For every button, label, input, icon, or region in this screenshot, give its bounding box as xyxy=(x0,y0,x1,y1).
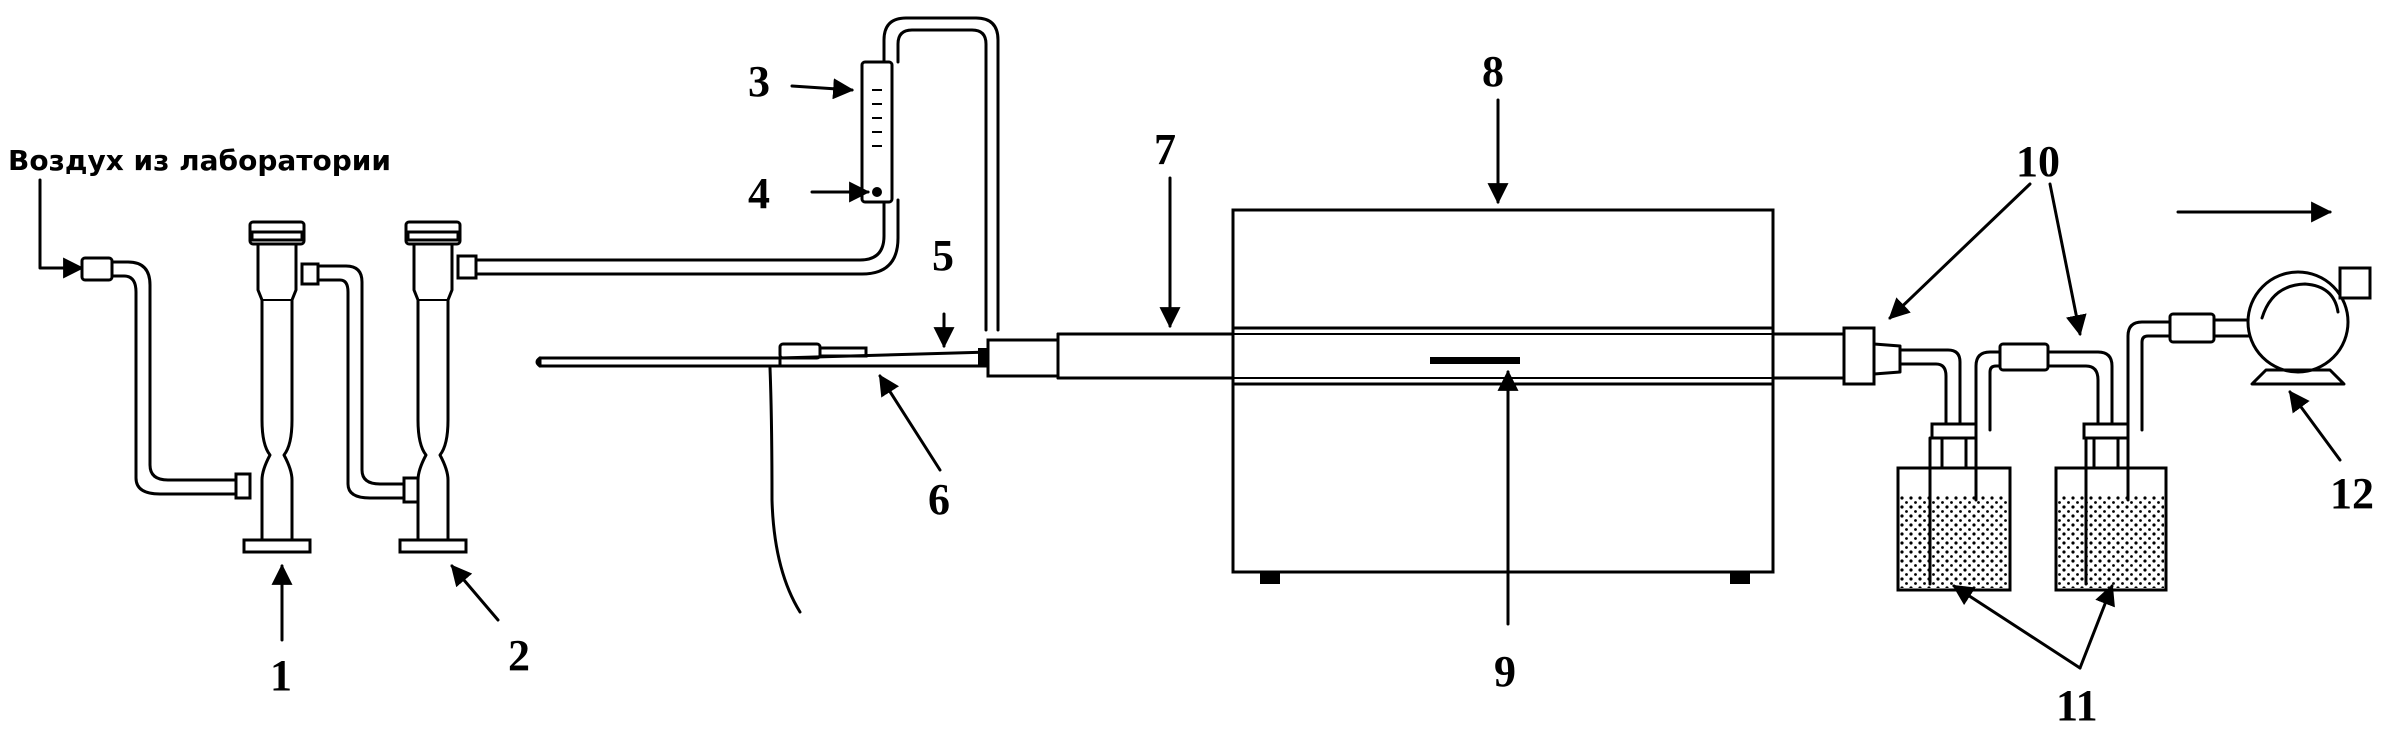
label-4: 4 xyxy=(748,169,770,218)
label-5: 5 xyxy=(932,231,954,280)
inlet-tube xyxy=(80,256,252,500)
label-2: 2 xyxy=(508,631,530,680)
outlet-tube-to-absorbers xyxy=(1872,342,1962,572)
flow-valve-icon xyxy=(872,187,882,197)
absorber-bottle-1 xyxy=(1896,422,2012,592)
label-3: 3 xyxy=(748,57,770,106)
label-6: 6 xyxy=(928,475,950,524)
label-7: 7 xyxy=(1154,125,1176,174)
label-9: 9 xyxy=(1494,647,1516,696)
connector-sleeve xyxy=(978,338,1060,378)
leader-lines xyxy=(271,78,2342,670)
air-inlet-pointer xyxy=(38,178,85,279)
connector-tube-1-2 xyxy=(300,262,420,504)
drying-column-1 xyxy=(242,220,312,554)
label-11: 11 xyxy=(2056,681,2098,730)
drying-column-2 xyxy=(398,220,468,554)
label-8: 8 xyxy=(1482,47,1504,96)
tube-furnace xyxy=(1231,208,1775,584)
flowmeter xyxy=(860,60,894,204)
connector-tube-2-flowmeter xyxy=(456,198,900,280)
flowmeter-outlet-tube xyxy=(882,16,1000,332)
absorber-bottle-2 xyxy=(2054,422,2168,592)
air-inlet-caption: Воздух из лаборатории xyxy=(8,144,391,177)
label-10: 10 xyxy=(2016,137,2060,186)
sample-boat xyxy=(1430,357,1520,364)
sample-tube-and-thermocouple xyxy=(535,342,992,614)
label-12: 12 xyxy=(2330,469,2374,518)
tube-to-pump xyxy=(2126,312,2252,432)
vacuum-pump xyxy=(2246,266,2372,386)
label-1: 1 xyxy=(270,651,292,700)
connector-between-absorbers xyxy=(1974,342,2114,572)
